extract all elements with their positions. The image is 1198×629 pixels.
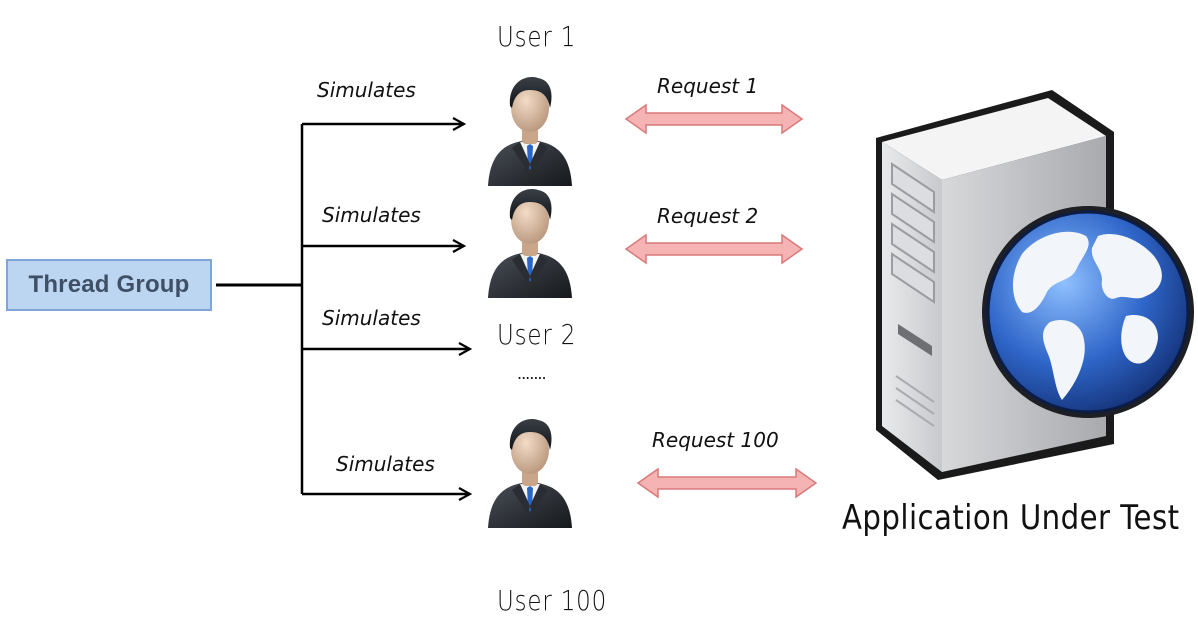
simulates-label-1: Simulates [317, 78, 416, 102]
request-label-1: Request 1 [657, 74, 759, 98]
businessman-icon [488, 77, 572, 186]
user-label-1: User 1 [497, 20, 577, 53]
businessman-icon [488, 419, 572, 528]
request-label-3: Request 100 [652, 428, 779, 452]
request-arrow-3 [636, 467, 818, 499]
user-label-2: User 2 [497, 318, 577, 351]
thread-group-box: Thread Group [6, 259, 212, 311]
globe-icon [982, 206, 1194, 418]
ellipsis: ....... [517, 364, 547, 383]
thread-group-label: Thread Group [28, 271, 190, 298]
request-label-2: Request 2 [657, 204, 759, 228]
request-arrow-1 [624, 103, 804, 135]
server-tower-icon [876, 90, 1194, 480]
application-under-test-label: Application Under Test [842, 498, 1180, 538]
simulates-label-4: Simulates [336, 452, 435, 476]
user-label-100: User 100 [497, 584, 608, 617]
simulates-label-3: Simulates [322, 306, 421, 330]
simulates-label-2: Simulates [322, 203, 421, 227]
request-arrow-2 [624, 233, 804, 265]
businessman-icon [488, 189, 572, 298]
